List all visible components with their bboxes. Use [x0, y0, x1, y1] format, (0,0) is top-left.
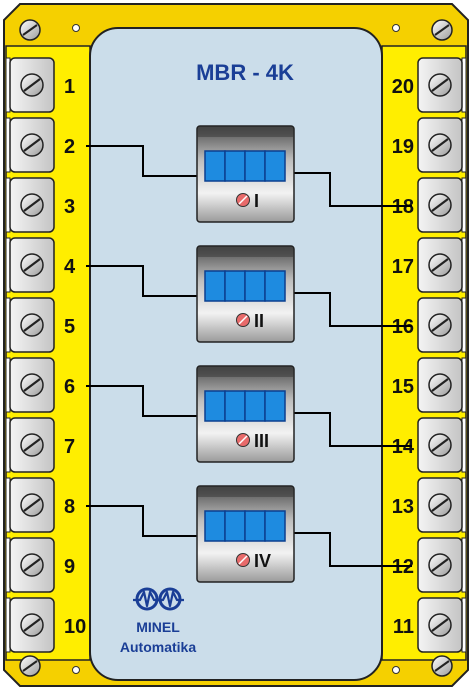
led-indicator-icon: [236, 193, 250, 207]
terminal-block-left: [5, 477, 55, 533]
terminal-label: 17: [392, 256, 414, 278]
terminal-label: 8: [64, 496, 75, 518]
terminal-block-right: [417, 237, 467, 293]
brand-name: MINEL: [136, 619, 180, 635]
relay-module: II: [196, 245, 295, 343]
wire-in: [86, 265, 197, 297]
mount-hole-icon: [72, 666, 80, 674]
terminal-label: 13: [392, 496, 414, 518]
terminal-screw-icon: [428, 313, 452, 337]
terminal-block-left: [5, 57, 55, 113]
wire-in: [86, 505, 197, 537]
module-label: II: [254, 311, 264, 331]
terminal-screw-icon: [20, 433, 44, 457]
module-display: [204, 510, 286, 542]
front-panel: [89, 27, 383, 681]
terminal-block-left: [5, 297, 55, 353]
terminal-label: 5: [64, 316, 75, 338]
mount-hole-icon: [392, 666, 400, 674]
terminal-label: 6: [64, 376, 75, 398]
led-indicator-icon: [236, 553, 250, 567]
module-label: IV: [254, 551, 271, 571]
module-label: III: [254, 431, 269, 451]
terminal-label: 2: [64, 136, 75, 158]
terminal-block-left: [5, 237, 55, 293]
led-indicator-icon: [236, 433, 250, 447]
relay-module: III: [196, 365, 295, 463]
terminal-screw-icon: [20, 313, 44, 337]
terminal-block-left: [5, 537, 55, 593]
terminal-label: 20: [392, 76, 414, 98]
terminal-block-right: [417, 117, 467, 173]
terminal-block-right: [417, 537, 467, 593]
terminal-screw-icon: [20, 253, 44, 277]
terminal-block-right: [417, 597, 467, 653]
terminal-screw-icon: [20, 373, 44, 397]
corner-screw-top-left-icon: [19, 19, 41, 41]
terminal-screw-icon: [20, 553, 44, 577]
terminal-screw-icon: [20, 133, 44, 157]
terminal-block-right: [417, 297, 467, 353]
corner-screw-bottom-left-icon: [19, 655, 41, 677]
terminal-block-left: [5, 357, 55, 413]
terminal-label: 3: [64, 196, 75, 218]
mount-hole-icon: [392, 24, 400, 32]
corner-screw-bottom-right-icon: [431, 655, 453, 677]
terminal-screw-icon: [428, 133, 452, 157]
terminal-label: 7: [64, 436, 75, 458]
terminal-screw-icon: [428, 373, 452, 397]
module-display: [204, 150, 286, 182]
terminal-label: 10: [64, 616, 86, 638]
terminal-screw-icon: [428, 493, 452, 517]
corner-screw-top-right-icon: [431, 19, 453, 41]
terminal-block-left: [5, 177, 55, 233]
terminal-block-right: [417, 417, 467, 473]
terminal-label: 11: [393, 616, 414, 638]
terminal-block-left: [5, 597, 55, 653]
module-label: I: [254, 191, 259, 211]
terminal-block-right: [417, 57, 467, 113]
terminal-screw-icon: [428, 193, 452, 217]
wire-out: [294, 172, 412, 207]
module-display: [204, 390, 286, 422]
terminal-block-left: [5, 417, 55, 473]
wiring: [86, 145, 412, 567]
terminal-screw-icon: [20, 493, 44, 517]
wire-in: [86, 145, 197, 177]
terminal-label: 1: [64, 76, 75, 98]
wire-out: [294, 412, 412, 447]
wire-in: [86, 385, 197, 417]
led-indicator-icon: [236, 313, 250, 327]
terminal-block-left: [5, 117, 55, 173]
brand-subtitle: Automatika: [120, 639, 196, 655]
terminal-screw-icon: [428, 613, 452, 637]
terminal-block-right: [417, 477, 467, 533]
terminal-screw-icon: [428, 553, 452, 577]
device-model-title: MBR - 4K: [196, 60, 294, 85]
terminal-screw-icon: [428, 433, 452, 457]
mount-hole-icon: [72, 24, 80, 32]
terminal-block-right: [417, 177, 467, 233]
terminal-screw-icon: [20, 73, 44, 97]
relay-module: I: [196, 125, 295, 223]
terminal-screw-icon: [428, 253, 452, 277]
terminal-screw-icon: [428, 73, 452, 97]
terminal-label: 19: [392, 136, 414, 158]
terminal-screw-icon: [20, 613, 44, 637]
wire-out: [294, 532, 412, 567]
relay-module: IV: [196, 485, 295, 583]
terminal-label: 4: [64, 256, 76, 278]
terminal-block-right: [417, 357, 467, 413]
minel-logo-icon: [133, 587, 184, 611]
terminal-label: 9: [64, 556, 75, 578]
wire-out: [294, 292, 412, 327]
terminal-screw-icon: [20, 193, 44, 217]
terminal-label: 15: [392, 376, 414, 398]
module-display: [204, 270, 286, 302]
